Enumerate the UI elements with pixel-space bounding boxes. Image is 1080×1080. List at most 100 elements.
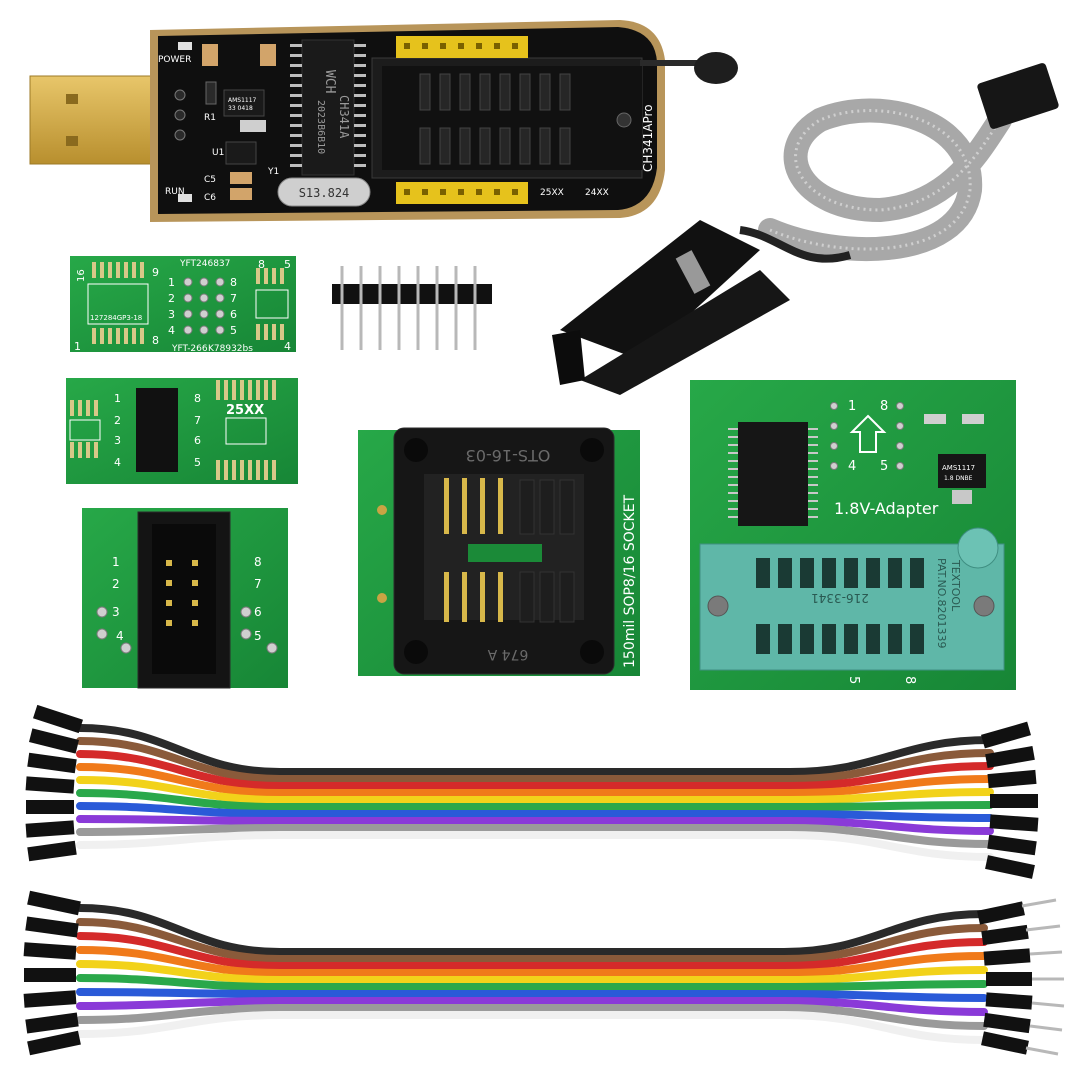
- regulator-chip: AMS1117 1.8 DNBE: [938, 454, 986, 504]
- adapter-pin-5: 5: [880, 459, 888, 474]
- left-female-connectors-2: [23, 890, 81, 1056]
- idc-pin-1: 1: [112, 555, 120, 569]
- sop-pin-8: 8: [258, 258, 265, 271]
- adapter-pin-1: 1: [848, 399, 856, 414]
- sop-bottom-code: YFT-266: [171, 344, 208, 354]
- sop-socket-board: OTS-16-03 674 A 150mil SOP8/16 SOCKET: [358, 427, 640, 676]
- chip-code: 2023B6B10: [315, 100, 326, 154]
- idc-pin-7: 7: [254, 577, 262, 591]
- adapter-regulator: AMS1117: [942, 464, 975, 472]
- adapter-pin-8: 8: [880, 399, 888, 414]
- idc-adapter-board: 1 2 3 4 8 7 6 5: [82, 508, 288, 689]
- sop-grid-left-1: 1: [168, 276, 175, 289]
- jumper-wire: [76, 776, 994, 804]
- soic-clip-cable: [552, 63, 1059, 395]
- idc-pin-6: 6: [254, 605, 262, 619]
- idc-pin-5: 5: [254, 629, 262, 643]
- sop-pin-4: 4: [284, 340, 291, 353]
- adapter-bottom-5: 5: [846, 676, 861, 684]
- left-female-connectors: [25, 704, 83, 862]
- zif-lever: [640, 52, 738, 84]
- jumper-wires-female: [25, 704, 1039, 879]
- sop-grid-left-4: 4: [168, 324, 175, 337]
- sop-grid-right-7: 7: [230, 292, 237, 305]
- idc-pin-3: 3: [112, 605, 120, 619]
- sop-adapter-board: YFT246837 127284GP3-18 YFT-266 K78932bs …: [70, 256, 296, 354]
- socket-model: OTS-16-03: [466, 446, 551, 465]
- pin-header-strip: [332, 266, 492, 350]
- sop-grid-right-6: 6: [230, 308, 237, 321]
- jumper-wire: [76, 824, 994, 848]
- a25-pin-3: 3: [114, 434, 121, 447]
- adapter-pin-4: 4: [848, 459, 856, 474]
- idc-pin-2: 2: [112, 577, 120, 591]
- y1-label: Y1: [267, 167, 279, 177]
- jumper-wire: [76, 974, 988, 991]
- jumper-wire: [76, 1004, 988, 1030]
- a25-pin-7: 7: [194, 414, 201, 427]
- level-shifter-chip: [728, 422, 818, 526]
- sop-pin-5: 5: [284, 258, 291, 271]
- r1-label: R1: [204, 113, 216, 123]
- jumper-wire: [76, 763, 994, 797]
- jumper-wire: [76, 988, 988, 1002]
- jumper-wire: [76, 737, 994, 783]
- sop-top-code: YFT246837: [179, 259, 230, 269]
- sop-grid-left-3: 3: [168, 308, 175, 321]
- socket-side-text: 150mil SOP8/16 SOCKET: [622, 494, 638, 668]
- a25-pin-6: 6: [194, 434, 201, 447]
- sop-pin-1: 1: [74, 340, 81, 353]
- jumper-wire: [76, 904, 988, 956]
- jumper-wire: [76, 960, 988, 984]
- chip-model: CH341A: [337, 95, 351, 139]
- regulator-label: AMS1117: [228, 97, 257, 104]
- crystal-label: S13.824: [299, 186, 350, 200]
- adapter-18v-board: AMS1117 1.8 DNBE 1 8 4 5 1.8V-Adapter: [690, 380, 1016, 690]
- u1-label: U1: [212, 148, 224, 158]
- sop-pin-16: 16: [76, 269, 87, 282]
- adapter-25xx-board: 25XX 1 2 3 4 8 7 6 5: [66, 378, 298, 484]
- sop-bottom-right: K78932bs: [208, 344, 253, 354]
- idc-pin-8: 8: [254, 555, 262, 569]
- jumper-wire: [76, 946, 988, 977]
- sop-pin-8b: 8: [152, 334, 159, 347]
- jumper-wire: [76, 831, 994, 861]
- c5-label: C5: [204, 175, 216, 185]
- adapter-bottom-8: 8: [902, 676, 917, 684]
- jumper-wires-male: [23, 890, 1065, 1056]
- jumper-wire: [76, 918, 988, 963]
- board-name: CH341APro: [641, 104, 655, 172]
- label-25xx-board: 25XX: [226, 403, 264, 418]
- a25-pin-4: 4: [114, 456, 121, 469]
- ribbon-cable: [758, 98, 1012, 262]
- ribbon-connector: [977, 63, 1059, 129]
- sop-pin-9: 9: [152, 266, 159, 279]
- jumper-wire: [76, 724, 994, 776]
- a25-pin-1: 1: [114, 392, 121, 405]
- idc-pin-4: 4: [116, 629, 124, 643]
- a25-pin-2: 2: [114, 414, 121, 427]
- zif-patent: PAT.NO.8201339: [935, 558, 948, 648]
- sop-chip-code: 127284GP3-18: [90, 314, 142, 322]
- chip-brand: WCH: [322, 70, 337, 93]
- programmer-components: [174, 42, 276, 202]
- ch341a-programmer: WCH CH341A 2023B6B10: [29, 20, 738, 222]
- adapter-title: 1.8V-Adapter: [834, 499, 939, 518]
- a25-pin-5: 5: [194, 456, 201, 469]
- jumper-wire: [76, 789, 994, 811]
- zif-brand: TEXTOOL: [949, 559, 962, 612]
- regulator-sub: 33 0418: [228, 105, 253, 112]
- power-label: POWER: [158, 55, 191, 65]
- up-arrow-icon: [849, 414, 887, 453]
- adapter-regulator-sub: 1.8 DNBE: [944, 475, 973, 482]
- sop-grid-right-8: 8: [230, 276, 237, 289]
- jumper-wire: [76, 815, 994, 835]
- programmer-zif-socket: [371, 57, 643, 179]
- right-male-connectors: [977, 898, 1065, 1056]
- sop-grid-left-2: 2: [168, 292, 175, 305]
- jumper-wire: [76, 802, 994, 822]
- crystal-oscillator: S13.824: [277, 177, 371, 207]
- soic-clip: [552, 220, 790, 395]
- jumper-wire: [76, 1011, 988, 1044]
